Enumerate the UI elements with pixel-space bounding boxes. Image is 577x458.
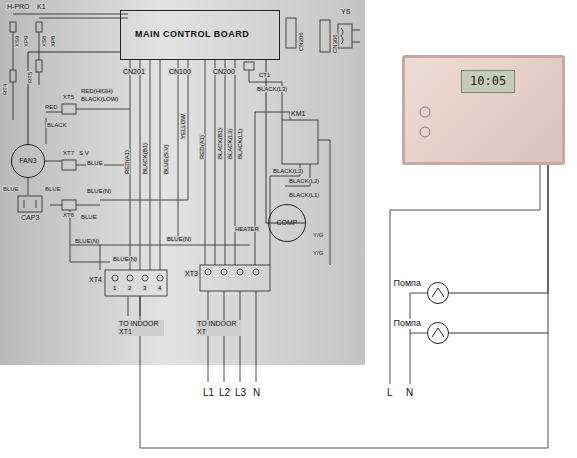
wire-label: BLACK(L1) (288, 192, 320, 198)
wire-label: CN201 (122, 68, 146, 75)
wire-label: BLUE (86, 160, 104, 166)
wire-label: RED(A1) (124, 149, 130, 175)
wire-label: BLACK(LOW) (80, 96, 119, 102)
wire-label: S.V (78, 150, 90, 156)
pump-symbol (428, 323, 448, 343)
wire-label: RED (44, 104, 59, 110)
wire-label: BLUE (44, 186, 62, 192)
wire-label: L1 (202, 388, 215, 398)
wire-label: XS9 (14, 35, 20, 48)
wire-label: 3 (142, 285, 147, 291)
wire-label: 4 (157, 285, 162, 291)
compressor: COMP (268, 204, 306, 242)
wire-label: BLACK(L3) (256, 86, 288, 92)
wire-label: BLACK(L2) (288, 178, 320, 184)
wire-label: BLACK (46, 122, 68, 128)
wire-label: RED(A1) (199, 134, 205, 160)
wire-label: BLACK(L3) (227, 128, 233, 160)
wire-label: BLUE(N) (74, 238, 100, 244)
wire-label: N (405, 388, 414, 398)
wire-label: XT6 (62, 212, 75, 218)
control-board: MAIN CONTROL BOARD (120, 10, 280, 60)
wire-label: BLACK(B1) (142, 142, 148, 175)
wire-label: L2 (218, 388, 231, 398)
wire-label: XT7 (62, 150, 75, 156)
wire-label: CN306 (332, 33, 338, 54)
wire-label: BLUE(N) (166, 236, 192, 242)
wire-label: YS (340, 8, 351, 15)
wire-label: TO INDOOR XT (196, 320, 242, 336)
wire-label: BLUE(N) (112, 256, 138, 262)
wire-label: TO INDOOR XT1 (118, 320, 164, 336)
node-text: Помпа (392, 319, 422, 329)
thermostat-buttons (411, 100, 451, 150)
wire-connector (449, 165, 548, 293)
wire-label: HEATER (234, 226, 260, 232)
node-text: COMP (277, 219, 298, 227)
wire-label: RT4 (2, 83, 8, 96)
pump-symbol (428, 283, 448, 303)
wire-label: K1 (36, 3, 47, 10)
wire-label: XP9 (23, 35, 29, 48)
wire-label: KM1 (290, 110, 306, 117)
pump: Помпа (427, 322, 449, 344)
wire-label: BLACK(L1) (237, 128, 243, 160)
wire-label: CN206 (298, 31, 304, 52)
wire-label: CN100 (168, 68, 192, 75)
wire-label: XT3 (184, 270, 199, 277)
wire-label: XT5 (62, 94, 75, 100)
wire-label: YELLOW (180, 113, 186, 140)
wire-label: L3 (234, 388, 247, 398)
wire-label: BLUE (2, 186, 20, 192)
wire-connector (449, 165, 548, 333)
node-text: 10:05 (461, 70, 515, 93)
wire-label: CT1 (258, 72, 271, 78)
wire-label: 2 (127, 285, 132, 291)
wire-label: CAP3 (20, 214, 40, 221)
wire-label: CN200 (212, 68, 236, 75)
wire-label: Y/G (312, 232, 324, 238)
wire-connector (28, 52, 120, 144)
wire-label: XP8 (50, 35, 56, 48)
wire-connector (266, 60, 306, 223)
wire-label: BLUE (80, 214, 98, 220)
wire-label: XT4 (88, 276, 103, 283)
fan-motor: FAN3 (11, 144, 45, 178)
wire-label: XS8 (41, 35, 47, 48)
wire-label: H-PRO (6, 3, 31, 10)
wire-label: N (252, 388, 261, 398)
wire-label: L (386, 388, 394, 398)
wire-label: BLUE(S.V) (163, 144, 169, 175)
wire-label: RT5 (27, 71, 33, 84)
wire-label: BLUE(N) (86, 188, 112, 194)
wire-label: RED(HIGH) (80, 88, 114, 94)
node-text: MAIN CONTROL BOARD (135, 30, 249, 40)
wire-label: Y/G (312, 250, 324, 256)
wire-label: 1 (112, 285, 117, 291)
pump: Помпа (427, 282, 449, 304)
node-text: FAN3 (19, 157, 37, 165)
wire-label: BLACK(L3) (272, 168, 304, 174)
wire-label: BLACK(B1) (217, 127, 223, 160)
thermostat: 10:05 (402, 55, 565, 165)
node-text: Помпа (392, 279, 422, 289)
